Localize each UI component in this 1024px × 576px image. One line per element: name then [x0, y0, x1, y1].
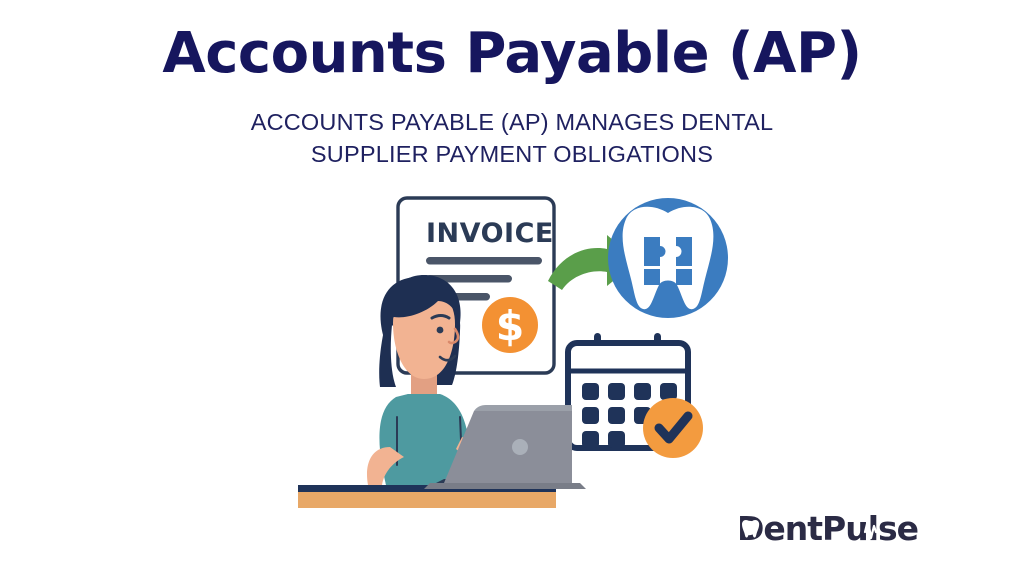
brand-logo-text: DentPulse [737, 509, 918, 548]
calendar-day [608, 431, 625, 448]
tooth-puzzle-left [644, 237, 692, 266]
tooth-icon [608, 198, 728, 318]
nose [447, 327, 460, 345]
check-mark-icon [654, 411, 693, 444]
brand-logo[interactable]: DentPulse [737, 506, 922, 554]
tooth-puzzle-lower-right [676, 269, 692, 285]
page-subtitle-line-1: ACCOUNTS PAYABLE (AP) MANAGES DENTAL [250, 109, 774, 135]
eyebrow [430, 314, 451, 320]
invoice-line-1 [426, 257, 542, 265]
dollar-coin-icon: $ [482, 297, 538, 353]
shirt [383, 394, 471, 485]
laptop-keyboard-base [424, 483, 586, 489]
calendar-day [608, 383, 625, 400]
calendar-day [582, 407, 599, 424]
illustration: INVOICE $ [280, 185, 750, 515]
pulse-line-icon [863, 518, 878, 540]
dollar-coin-circle [482, 297, 538, 353]
page-subtitle: ACCOUNTS PAYABLE (AP) MANAGES DENTAL SUP… [0, 106, 1024, 171]
laptop-logo [512, 439, 528, 455]
invoice-line-2 [426, 275, 512, 283]
eye [436, 326, 444, 334]
tooth-in-logo-icon [742, 520, 760, 538]
calendar-day [660, 383, 677, 400]
laptop-lid [444, 411, 572, 483]
calendar-day [582, 383, 599, 400]
hair-fringe [387, 275, 461, 323]
desk-surface [298, 492, 556, 508]
page-title: Accounts Payable (AP) [162, 21, 862, 86]
page-subtitle-line-2: SUPPLIER PAYMENT OBLIGATIONS [310, 141, 714, 168]
laptop [424, 405, 586, 489]
calendar-day [608, 407, 625, 424]
calendar-day [582, 431, 599, 448]
dollar-coin-symbol: $ [496, 302, 525, 350]
woman-at-laptop [366, 275, 508, 489]
forearm-left [366, 447, 404, 485]
invoice-heading: INVOICE [426, 218, 554, 249]
calendar-day [634, 383, 651, 400]
laptop-lid-top [474, 405, 572, 411]
mouth [438, 354, 457, 362]
tooth-puzzle-lower-left [644, 269, 660, 285]
calendar-icon [565, 333, 703, 458]
